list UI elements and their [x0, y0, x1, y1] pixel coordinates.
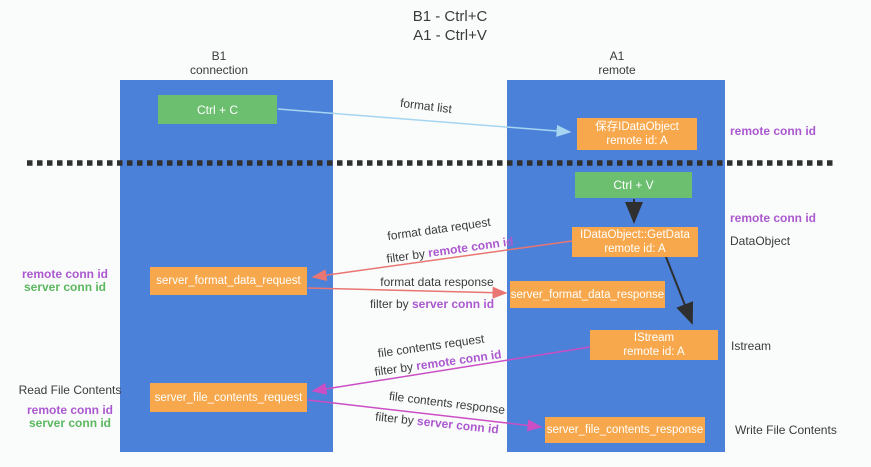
- node-ctrl-v: Ctrl + V: [575, 172, 692, 198]
- node-label: 保存IDataObject: [595, 121, 679, 133]
- lane-name: A1: [609, 49, 625, 63]
- format-data-response-label: format data response: [380, 275, 494, 289]
- node-ctrl-c: Ctrl + C: [158, 95, 277, 124]
- node-label: server_file_contents_response: [546, 424, 704, 436]
- remote-conn-id-key: remote conn id: [427, 234, 515, 260]
- lane-name: B1: [211, 49, 227, 63]
- filter-prefix: filter by: [373, 359, 418, 379]
- node-istream: IStream remote id: A: [590, 330, 718, 360]
- filter-prefix: filter by: [369, 297, 412, 311]
- node-server-file-contents-request: server_file_contents_request: [150, 383, 307, 412]
- node-label: IStream: [633, 332, 675, 344]
- lane-header-b1-connection: B1 connection: [190, 49, 248, 77]
- server-conn-id-label-left-bottom: server conn id: [28, 416, 112, 430]
- node-idataobject-getdata: IDataObject::GetData remote id: A: [572, 227, 698, 257]
- node-label: Ctrl + C: [196, 102, 238, 117]
- node-label: Ctrl + V: [613, 178, 654, 192]
- node-server-format-data-response: server_format_data_response: [510, 281, 665, 308]
- remote-conn-id-label-top-right: remote conn id: [730, 124, 817, 138]
- title-line-2: A1 - Ctrl+V: [413, 27, 487, 44]
- remote-conn-id-label-left-bottom: remote conn id: [26, 403, 113, 417]
- server-conn-id-key: server conn id: [411, 297, 495, 311]
- lane-type: connection: [189, 63, 249, 77]
- lane-type: remote: [598, 63, 636, 77]
- node-label: server_format_data_request: [156, 275, 301, 287]
- node-remote-id: remote id: A: [604, 243, 666, 255]
- node-label: IDataObject::GetData: [580, 229, 690, 241]
- istream-label: Istream: [731, 339, 772, 353]
- format-data-response-filter-label: filter by server conn id: [370, 297, 494, 311]
- node-server-format-data-request: server_format_data_request: [150, 267, 307, 295]
- node-remote-id: remote id: A: [606, 135, 668, 147]
- diagram-title: B1 - Ctrl+C A1 - Ctrl+V: [413, 7, 488, 45]
- node-label: server_file_contents_request: [154, 391, 303, 404]
- title-line-1: B1 - Ctrl+C: [412, 8, 488, 25]
- node-save-idataobject: 保存IDataObject remote id: A: [577, 118, 697, 150]
- format-list-label: format list: [399, 95, 453, 117]
- node-label: server_format_data_response: [510, 288, 665, 301]
- filter-prefix: filter by: [374, 409, 418, 428]
- node-server-file-contents-response: server_file_contents_response: [545, 417, 705, 443]
- remote-conn-id-label-mid-right: remote conn id: [730, 211, 817, 225]
- remote-conn-id-label-left: remote conn id: [21, 267, 108, 281]
- left-conn-id-pair: remote conn id server conn id: [12, 268, 118, 294]
- lane-header-a1-remote: A1 remote: [598, 49, 635, 77]
- filter-prefix: filter by: [385, 246, 430, 266]
- server-conn-id-key: server conn id: [416, 413, 500, 437]
- read-file-contents-block: Read File Contents remote conn id server…: [14, 384, 126, 430]
- node-remote-id: remote id: A: [623, 346, 685, 358]
- write-file-contents-label: Write File Contents: [735, 423, 837, 437]
- read-file-contents-label: Read File Contents: [18, 383, 122, 397]
- dataobject-label: DataObject: [730, 234, 791, 248]
- server-conn-id-label-left: server conn id: [23, 280, 107, 294]
